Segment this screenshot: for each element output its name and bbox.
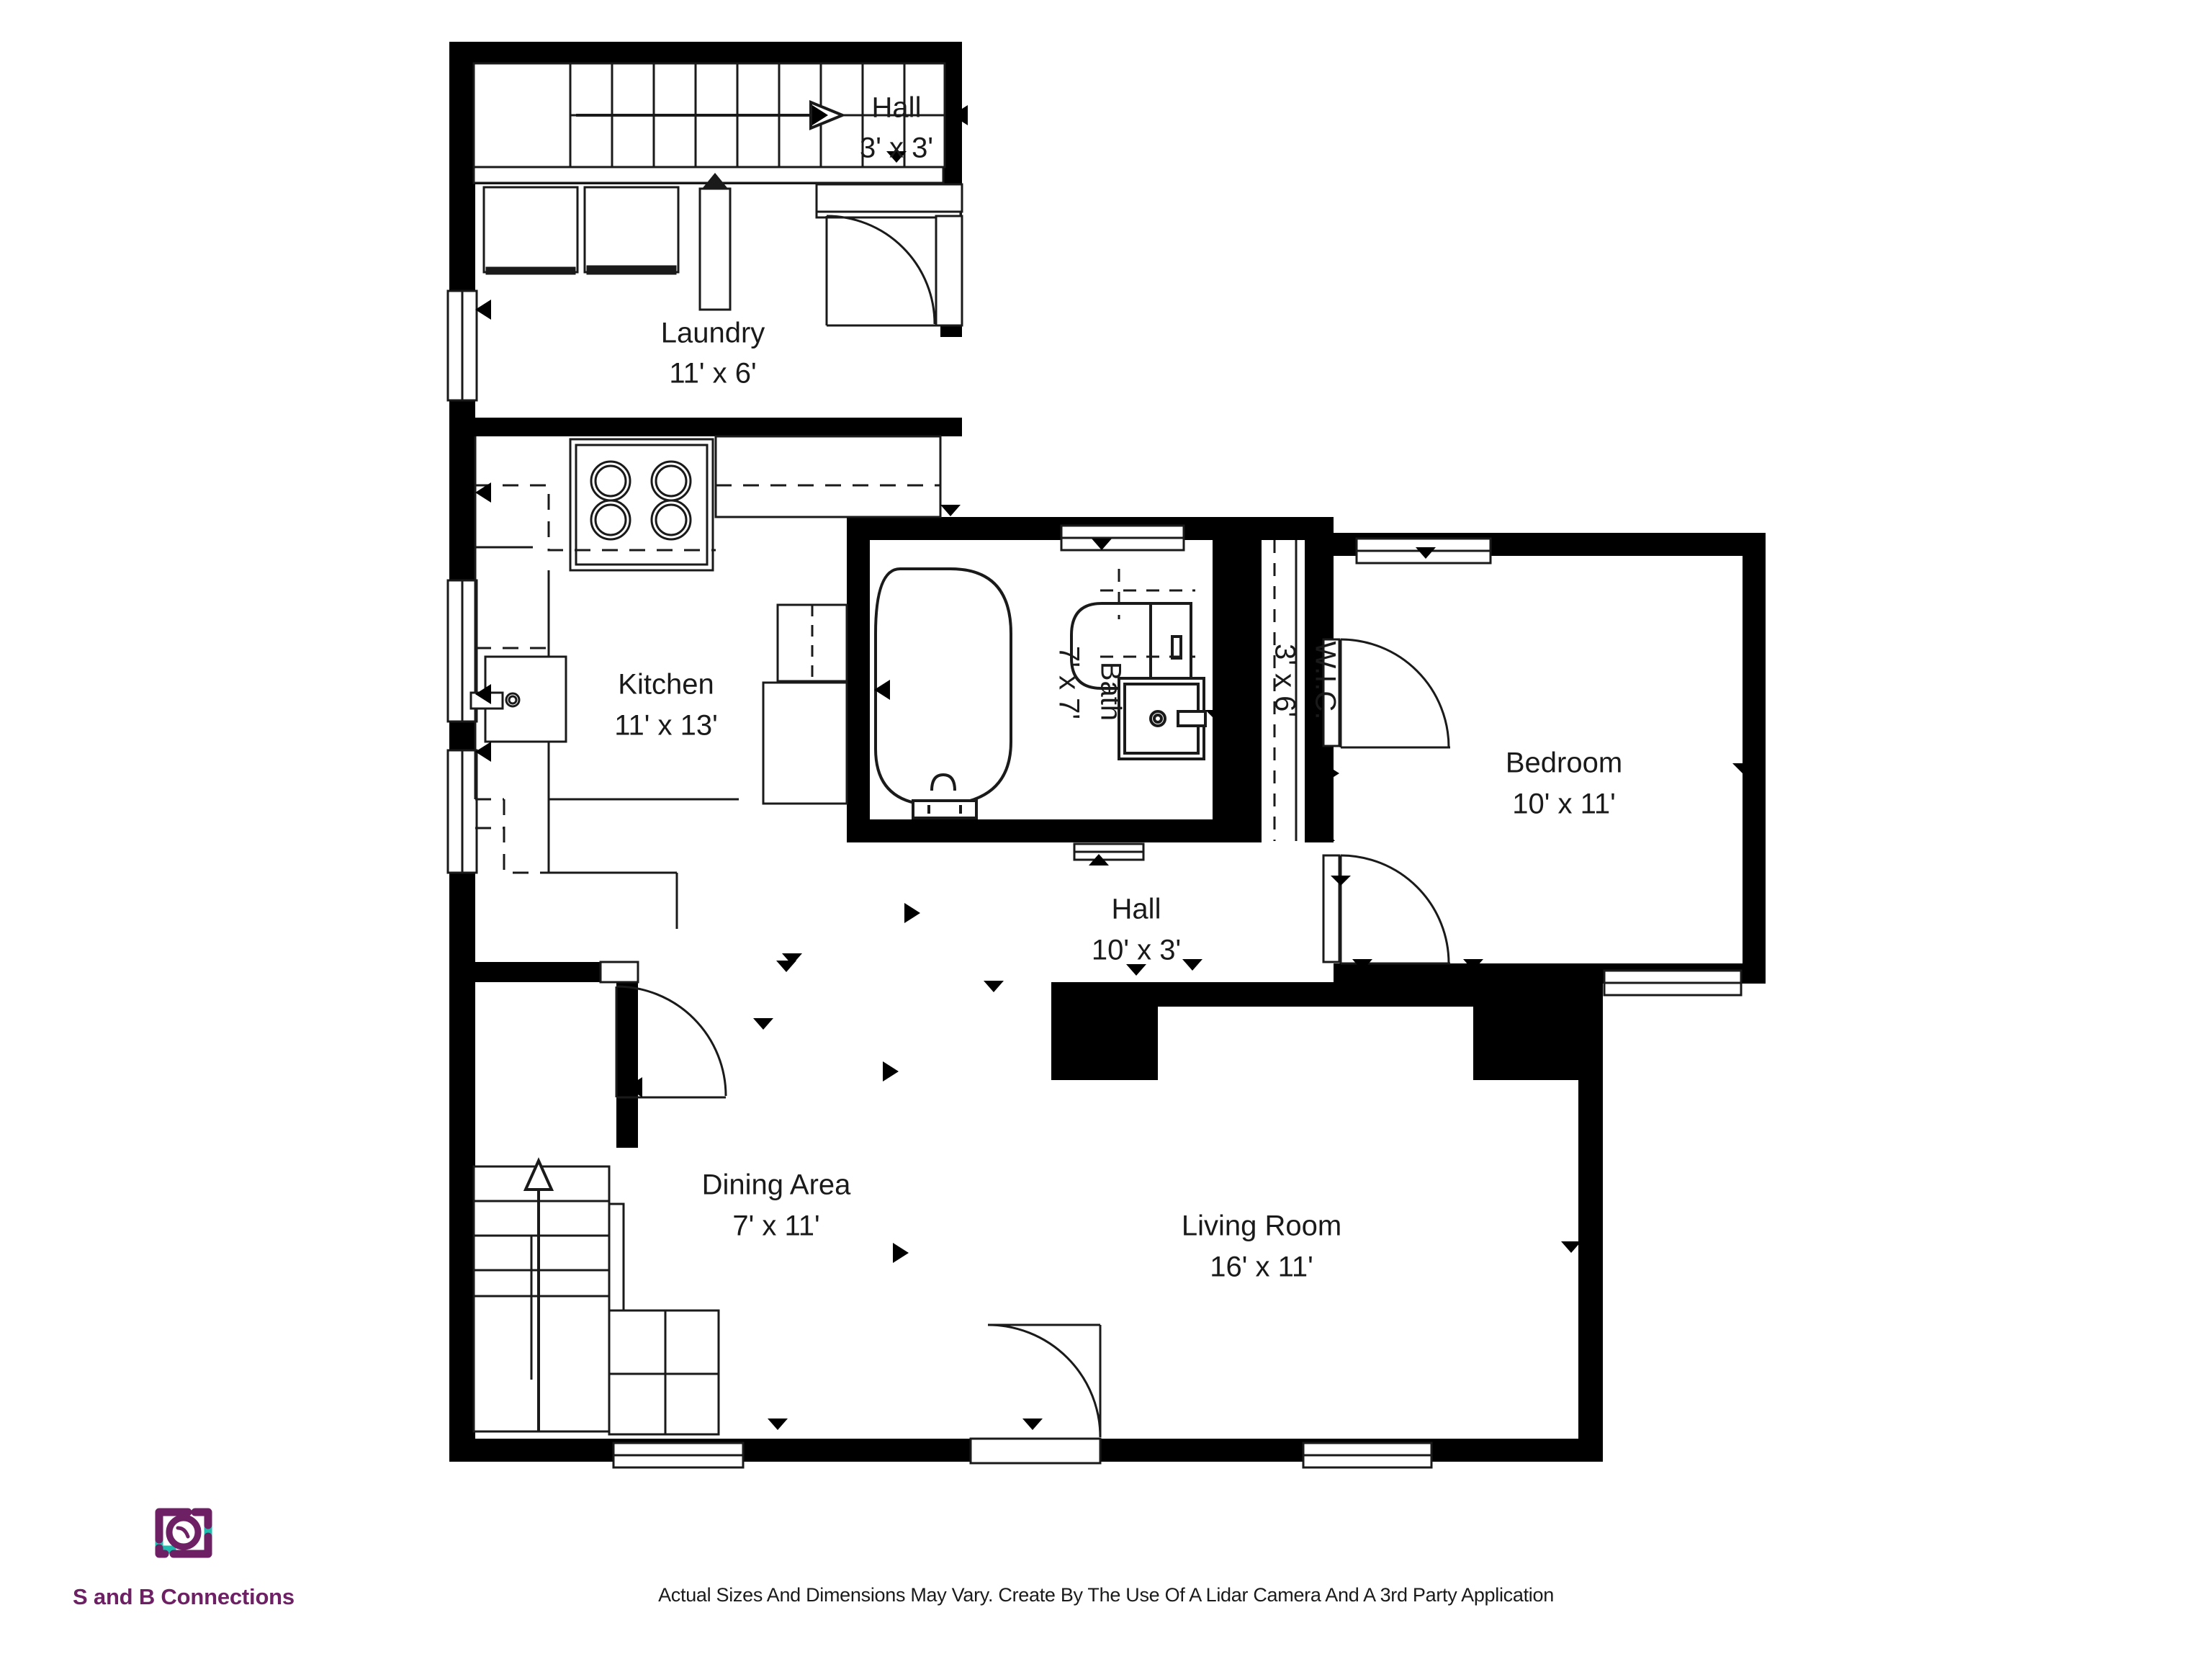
door-hall-upper: [815, 183, 963, 327]
laundry-column: [698, 173, 732, 311]
room-dim-living: 16' x 11': [1210, 1251, 1313, 1283]
brand-name: S and B Connections: [73, 1584, 295, 1609]
room-labels: Hall 3' x 3' Laundry 11' x 6' Kitchen 11…: [614, 92, 1622, 1283]
marker-wic-west: [1217, 690, 1233, 710]
marker-laundry-south1: [782, 422, 802, 433]
door-bedroom-wic: [1322, 638, 1450, 749]
toilet: [1070, 602, 1192, 690]
marker-kitchen-west1: [475, 482, 491, 503]
window-living-south: [1302, 1442, 1433, 1469]
washer: [482, 186, 579, 275]
room-dim-bath: 7' x 7': [1053, 646, 1084, 719]
kitchen-sink: [469, 655, 567, 743]
camera-markers: [475, 105, 1753, 1430]
window-kitchen-west-lower: [446, 749, 478, 874]
window-bedroom-south: [1603, 969, 1743, 997]
marker-bedroom-east: [1732, 763, 1753, 773]
marker-dining-north2: [782, 953, 802, 965]
marker-laundry-south2: [693, 422, 713, 433]
marker-bath-north: [1092, 539, 1112, 550]
marker-hall-left: [812, 105, 828, 125]
marker-kitchen-west2: [475, 684, 491, 704]
wic-fixtures: [1273, 540, 1298, 841]
staircase-up-winder: [472, 1157, 720, 1436]
marker-hall-lower-bottom: [1126, 964, 1146, 976]
window-bath-south: [1073, 842, 1145, 861]
room-label-hall-upper: Hall: [872, 92, 922, 124]
window-bath-north: [1060, 524, 1185, 552]
room-label-bedroom: Bedroom: [1506, 747, 1622, 779]
room-dim-kitchen: 11' x 13': [614, 710, 718, 742]
door-kitchen-dining: [599, 961, 727, 1099]
marker-living-east: [1561, 1241, 1581, 1253]
stove-range: [569, 438, 714, 572]
marker-bedroom-south: [1352, 959, 1372, 971]
room-label-kitchen: Kitchen: [618, 669, 714, 701]
marker-bedroom-north: [1416, 547, 1436, 559]
marker-dining-south: [768, 1419, 788, 1430]
marker-wic-north: [1315, 543, 1335, 554]
marker-living-north2: [1182, 959, 1202, 971]
marker-dining-east2: [893, 1243, 909, 1263]
marker-living-north: [1463, 959, 1483, 971]
marker-kitchen-ne: [940, 505, 961, 516]
room-label-bath: Bath: [1094, 662, 1126, 721]
marker-bedroom-west2: [1331, 876, 1351, 886]
room-dim-hall-upper: 3' x 3': [860, 132, 933, 164]
kitchen-fixtures: [469, 435, 942, 929]
marker-hall-right: [952, 105, 968, 125]
marker-dining-east: [883, 1061, 899, 1082]
room-dim-dining: 7' x 11': [732, 1210, 819, 1242]
dryer: [583, 186, 680, 275]
window-kitchen-west-upper: [446, 579, 478, 723]
bath-fixtures: [762, 567, 1207, 819]
window-layer: [446, 289, 1743, 1469]
room-label-laundry: Laundry: [661, 318, 765, 349]
marker-laundry-west: [475, 300, 491, 320]
marker-hall-bottom: [886, 151, 907, 163]
door-entry: [969, 1323, 1102, 1465]
room-label-dining: Dining Area: [702, 1169, 852, 1201]
marker-bedroom-west: [1323, 763, 1339, 783]
brand-block: S and B Connections: [65, 1505, 302, 1610]
room-dim-hall-lower: 10' x 3': [1092, 935, 1181, 966]
marker-hall-lower-mid: [984, 981, 1004, 992]
footer-disclaimer: Actual Sizes And Dimensions May Vary. Cr…: [658, 1584, 1554, 1606]
room-dim-laundry: 11' x 6': [669, 358, 756, 390]
marker-bath-east: [1205, 710, 1226, 720]
marker-kitchen-west3: [475, 742, 491, 762]
linen-closet: [762, 603, 848, 805]
bathroom-sink: [1118, 677, 1207, 760]
marker-hall-lower-left: [904, 903, 920, 923]
marker-dining-north1: [753, 1018, 773, 1030]
room-label-hall-lower: Hall: [1112, 894, 1161, 925]
room-dim-wic: 3' x 6': [1269, 644, 1300, 717]
marker-living-south: [1022, 1419, 1043, 1430]
marker-wic-south: [1315, 830, 1335, 841]
camera-icon: [155, 1508, 212, 1558]
marker-bath-west: [874, 680, 890, 700]
marker-bath-south: [1087, 825, 1107, 837]
marker-bath-south2: [1089, 854, 1109, 866]
room-dim-bedroom: 10' x 11': [1512, 788, 1616, 820]
room-label-wic: W.I.C.: [1309, 642, 1341, 720]
room-label-living: Living Room: [1182, 1210, 1341, 1242]
window-dining-south: [612, 1442, 745, 1469]
bathtub: [874, 567, 1012, 819]
laundry-appliances: [482, 173, 732, 311]
window-laundry-west: [446, 289, 478, 402]
marker-dining-west: [626, 1077, 642, 1097]
